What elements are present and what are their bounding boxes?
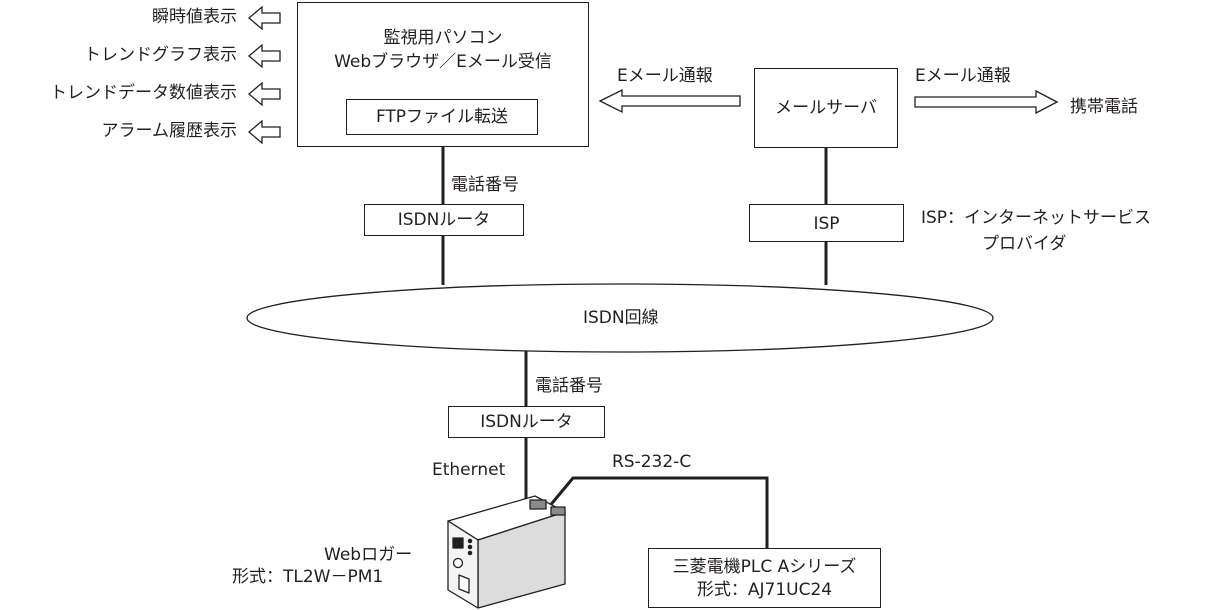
email-notify-right-label: Eメール通報 [915,66,1011,86]
email-arrow-right [914,89,1059,115]
web-logger-device [447,495,566,609]
display-trend-graph: トレンドグラフ表示 [84,45,237,65]
display-arrow-3 [247,81,281,107]
isdn-router-bottom-box: ISDNルータ [448,406,605,438]
isdn-line-ellipse [246,283,994,353]
isdn-router-top-label: ISDNルータ [397,210,491,230]
isp-box-label: ISP [813,214,840,234]
monitoring-pc-box: 監視用パソコン Webブラウザ／Eメール受信 FTPファイル転送 [297,2,589,147]
ftp-transfer-box: FTPファイル転送 [346,99,538,135]
phone-number-bottom-label: 電話番号 [535,376,603,396]
web-logger-name: Webロガー [324,545,413,565]
isp-box: ISP [749,204,904,242]
display-arrow-4 [247,119,281,145]
rs232c-label: RS-232-C [612,452,692,472]
plc-model: 形式：AJ71UC24 [696,580,833,600]
ethernet-label: Ethernet [432,460,506,480]
email-arrow-left [598,88,741,114]
isp-note-line1: ISP：インターネットサービス [921,208,1152,228]
pc-subtitle: Webブラウザ／Eメール受信 [334,52,552,72]
isdn-line-label: ISDN回線 [583,308,659,328]
ftp-label: FTPファイル転送 [375,107,509,127]
isp-note-line2: プロバイダ [982,234,1067,254]
plc-name: 三菱電機PLC Aシリーズ [672,557,857,577]
web-logger-model: 形式：TL2W－PM1 [232,567,384,587]
display-arrow-1 [247,5,281,31]
display-alarm-history: アラーム履歴表示 [101,121,238,141]
mobile-phone-label: 携帯電話 [1070,97,1138,117]
rs232c-cable [546,476,769,548]
display-trend-data: トレンドデータ数値表示 [50,83,237,103]
pc-title: 監視用パソコン [383,28,503,48]
mail-server-label: メールサーバ [775,98,877,118]
mail-server-box: メールサーバ [754,68,898,148]
plc-box: 三菱電機PLC Aシリーズ 形式：AJ71UC24 [648,548,881,608]
display-instant-value: 瞬時値表示 [152,7,237,27]
isdn-router-top-box: ISDNルータ [364,204,524,236]
email-notify-left-label: Eメール通報 [617,66,713,86]
isdn-router-bottom-label: ISDNルータ [480,412,573,432]
phone-number-top-label: 電話番号 [451,175,519,195]
display-arrow-2 [247,43,281,69]
